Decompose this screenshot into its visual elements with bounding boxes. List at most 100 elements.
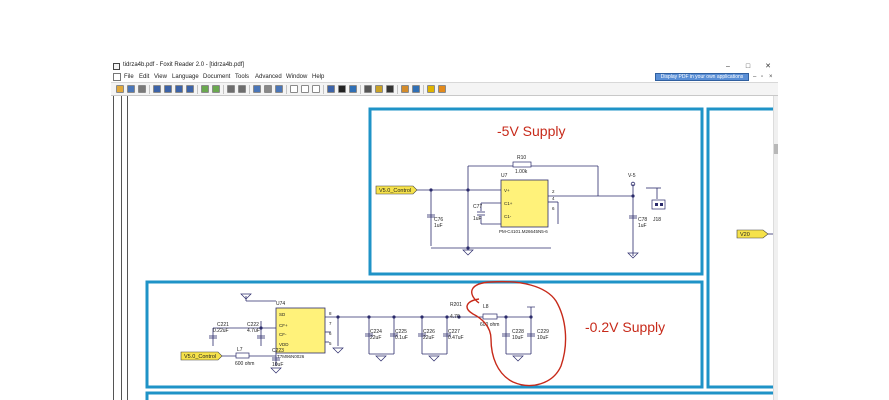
- continuous-icon[interactable]: [312, 85, 320, 93]
- next-block-frame: [145, 391, 773, 400]
- snapshot-icon[interactable]: [349, 85, 357, 93]
- u74-pin-num-6: 6: [329, 331, 332, 336]
- c224-val: 22uF: [370, 335, 381, 341]
- panel-border: [121, 96, 122, 400]
- u74-pin-num-8: 8: [329, 311, 332, 316]
- go-back-icon[interactable]: [201, 85, 209, 93]
- ferrite-l7: [235, 352, 250, 359]
- menu-document[interactable]: Document: [203, 74, 231, 80]
- right-block-frame: [706, 107, 773, 389]
- two-page-icon[interactable]: [301, 85, 309, 93]
- vertical-scrollbar[interactable]: [773, 96, 778, 400]
- menu-help[interactable]: Help: [312, 74, 325, 80]
- panel-border: [127, 96, 128, 400]
- prev-page-icon[interactable]: [164, 85, 172, 93]
- toolbar-separator: [286, 85, 287, 94]
- close-button[interactable]: ✕: [765, 63, 771, 70]
- menu-view[interactable]: View: [154, 74, 167, 80]
- c226-val: 22uF: [423, 335, 434, 341]
- u74-pin-cfm: CF-: [279, 332, 287, 337]
- link-icon[interactable]: [412, 85, 420, 93]
- scrollbar-thumb[interactable]: [774, 144, 778, 154]
- jumper-pin: [660, 203, 663, 206]
- menu-edit[interactable]: Edit: [139, 74, 150, 80]
- zoom-dropdown-icon[interactable]: [264, 85, 272, 93]
- u7-pin-v: V+: [504, 188, 510, 193]
- display-pdf-banner[interactable]: Display PDF in your own applications: [655, 73, 749, 81]
- capacitor-c77: [477, 211, 485, 216]
- toolbar-separator: [397, 85, 398, 94]
- c222-ref: C222: [247, 322, 259, 328]
- app-icon: [113, 63, 120, 70]
- rotate-left-icon[interactable]: [227, 85, 235, 93]
- u7-pin-c1m: C1-: [504, 214, 512, 219]
- next-page-icon[interactable]: [175, 85, 183, 93]
- text-select-icon[interactable]: [338, 85, 346, 93]
- menu-window[interactable]: Window: [286, 74, 308, 80]
- toolbar-separator: [323, 85, 324, 94]
- c222-val: 4.7uF: [247, 328, 260, 334]
- menu-advanced[interactable]: Advanced: [255, 74, 282, 80]
- c78-ref: C78: [638, 217, 647, 223]
- typewriter-icon[interactable]: [386, 85, 394, 93]
- l8-ref: L8: [483, 304, 489, 310]
- v5-label: V-5: [628, 173, 636, 179]
- minimize-button[interactable]: –: [726, 63, 730, 70]
- toolbar-separator: [223, 85, 224, 94]
- red-annotation-circle: [466, 280, 567, 387]
- find-icon[interactable]: [327, 85, 335, 93]
- capacitor-c76: [427, 214, 435, 218]
- first-page-icon[interactable]: [153, 85, 161, 93]
- u74-part: T7M96N0026: [277, 354, 305, 359]
- rotate-right-icon[interactable]: [238, 85, 246, 93]
- ic-u7: [500, 179, 549, 228]
- zoom-out-icon[interactable]: [253, 85, 261, 93]
- document-view[interactable]: -5V Supply V5.0_Control: [141, 96, 773, 400]
- top-block-title: -5V Supply: [497, 123, 565, 139]
- c78-val: 1uF: [638, 223, 647, 229]
- zoom-in-icon[interactable]: [275, 85, 283, 93]
- about-icon[interactable]: [438, 85, 446, 93]
- u74-pin-num-5: 5: [329, 341, 332, 346]
- top-block-frame: [368, 107, 704, 276]
- doc-minimize-button[interactable]: –: [753, 74, 757, 80]
- c77-ref: C77: [473, 204, 482, 210]
- c226-ref: C226: [423, 329, 435, 335]
- net-label-text-bottom: V5.0_Control: [184, 354, 216, 360]
- r10-ref: R10: [517, 155, 526, 161]
- doc-close-button[interactable]: ×: [769, 74, 773, 80]
- l8-val: 600 ohm: [480, 322, 499, 328]
- u7-part: PM-C4101.M26645N5-6: [499, 229, 548, 234]
- c223-val: 10uF: [272, 362, 283, 368]
- navigation-panel[interactable]: [111, 96, 141, 400]
- last-page-icon[interactable]: [186, 85, 194, 93]
- menu-tools[interactable]: Tools: [235, 74, 250, 80]
- u7-pin-c1p: C1+: [504, 201, 513, 206]
- bottom-junctions: [259, 315, 533, 330]
- r201-val: 4.70: [450, 314, 460, 320]
- doc-restore-button[interactable]: ▫: [761, 74, 764, 80]
- ground-symbols: [462, 249, 639, 259]
- panel-border: [113, 96, 114, 400]
- select-icon[interactable]: [364, 85, 372, 93]
- hand-icon[interactable]: [375, 85, 383, 93]
- highlight-icon[interactable]: [427, 85, 435, 93]
- maximize-button[interactable]: □: [745, 63, 751, 70]
- foxit-reader-window: tidrza4b.pdf - Foxit Reader 2.0 - [tidrz…: [111, 61, 778, 400]
- page-icon[interactable]: [290, 85, 298, 93]
- net-label-v5-control: [375, 185, 418, 195]
- u74-pin-sd: SD: [279, 312, 286, 317]
- open-icon[interactable]: [116, 85, 124, 93]
- menu-file[interactable]: File: [124, 74, 134, 80]
- toolbar-separator: [249, 85, 250, 94]
- menu-language[interactable]: Language: [172, 74, 199, 80]
- doc-icon: [113, 73, 121, 81]
- save-icon[interactable]: [127, 85, 135, 93]
- c228-val: 10uF: [512, 335, 523, 341]
- comment-icon[interactable]: [401, 85, 409, 93]
- toolbar-separator: [360, 85, 361, 94]
- v20-text: V20: [740, 232, 750, 238]
- print-icon[interactable]: [138, 85, 146, 93]
- go-forward-icon[interactable]: [212, 85, 220, 93]
- window-title: tidrza4b.pdf - Foxit Reader 2.0 - [tidrz…: [123, 62, 245, 68]
